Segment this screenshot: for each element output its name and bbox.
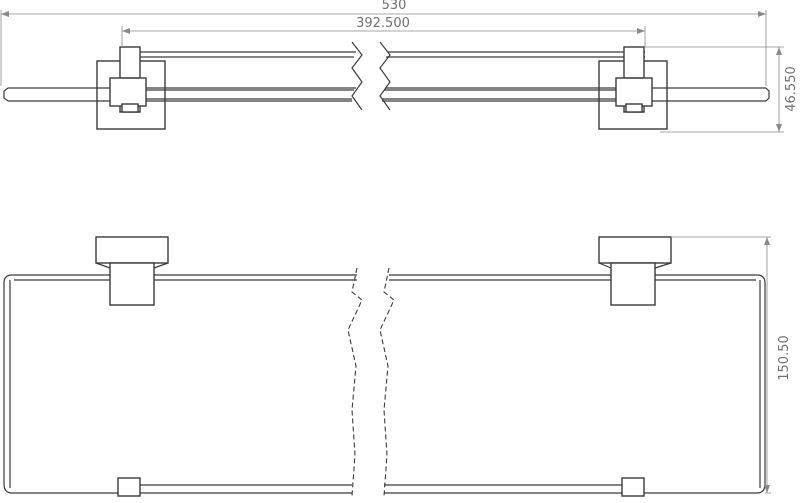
- dim-shelf-depth: [671, 236, 771, 494]
- rail-right-segment: [382, 87, 770, 102]
- dim-label-bracket-spacing: 392.500: [356, 16, 410, 31]
- dim-bracket-spacing: [121, 26, 646, 47]
- shelf-outline-right: [384, 274, 766, 494]
- front-view: [3, 41, 770, 130]
- break-line-dashed-right: [379, 267, 395, 497]
- right-bracket: [615, 46, 653, 113]
- upper-bar-right: [386, 51, 645, 58]
- break-line-right: [379, 41, 391, 111]
- right-rail-end: [621, 477, 645, 497]
- left-bracket-top-view: [109, 262, 155, 306]
- right-plate-top-view: [598, 236, 672, 264]
- dim-label-overall-length: 530: [382, 0, 407, 13]
- dim-overall-length: [0, 10, 767, 86]
- left-rail-end: [117, 477, 141, 497]
- break-line-dashed-left: [347, 267, 363, 497]
- shelf-outline-left: [3, 274, 357, 494]
- left-plate-top-view: [95, 236, 169, 264]
- right-bracket-top-view: [610, 262, 656, 306]
- dim-bracket-depth: [645, 46, 784, 133]
- left-bracket: [109, 46, 147, 113]
- dim-label-bracket-depth: 46.550: [784, 66, 799, 112]
- rail-left-segment: [3, 87, 356, 102]
- top-view: [3, 236, 766, 497]
- dim-label-shelf-depth: 150.50: [777, 335, 792, 381]
- upper-bar-left: [120, 51, 356, 58]
- break-line-left: [351, 41, 363, 111]
